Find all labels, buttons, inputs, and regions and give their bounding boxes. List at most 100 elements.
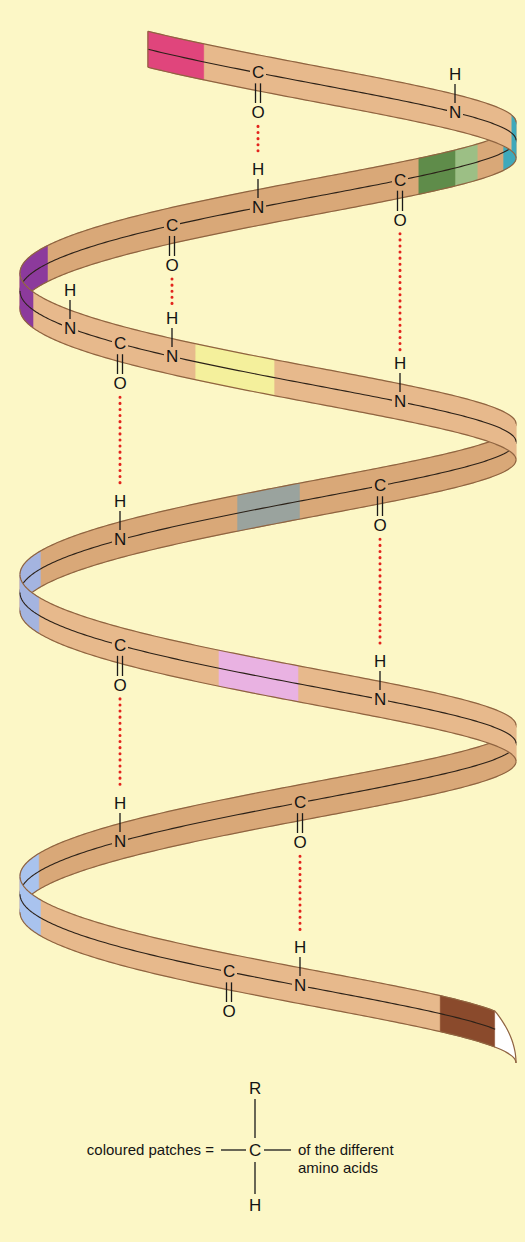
double-bond: [122, 656, 123, 677]
ribbon-edge: [20, 725, 516, 876]
double-bond: [297, 813, 298, 834]
amino-acid-patch: [495, 1011, 516, 1063]
double-bond: [382, 496, 383, 517]
hydrogen-atom: H: [392, 354, 408, 373]
oxygen-atom: O: [163, 256, 180, 275]
double-bond: [122, 354, 123, 375]
hydrogen-bond: [119, 699, 122, 790]
ribbon-front: [20, 273, 516, 460]
oxygen-atom: O: [371, 516, 388, 535]
double-bond: [117, 354, 118, 375]
double-bond: [255, 83, 256, 104]
bond-layer: [70, 83, 455, 1004]
hydrogen-bond: [379, 539, 382, 648]
hydrogen-atom: H: [112, 794, 128, 813]
nitrogen-atom: N: [164, 347, 180, 366]
single-bond: [454, 83, 455, 104]
nitrogen-atom: N: [447, 103, 463, 122]
r-group-label: R: [247, 1079, 263, 1098]
ribbon-edge: [20, 424, 516, 575]
amino-acid-patch: [440, 996, 495, 1048]
hydrogen-atom: H: [62, 281, 78, 300]
ribbon-front: [148, 31, 516, 158]
oxygen-atom: O: [111, 374, 128, 393]
ribbon-edge: [20, 460, 516, 611]
single-bond: [171, 327, 172, 348]
hydrogen-bond: [171, 279, 174, 305]
double-bond: [402, 191, 403, 212]
double-bond: [377, 496, 378, 517]
carbon-atom: C: [164, 216, 180, 235]
hydrogen-atom: H: [447, 65, 463, 84]
backbone-line: [20, 442, 516, 593]
oxygen-atom: O: [220, 1002, 237, 1021]
hydrogen-bond: [299, 856, 302, 934]
hydrogen-bond: [119, 397, 122, 488]
ribbon-edge: [20, 575, 516, 726]
alpha-carbon-label: C: [247, 1141, 263, 1160]
carbon-atom: C: [250, 63, 266, 82]
ribbon-back: [20, 424, 516, 611]
single-bond: [299, 956, 300, 977]
bond-line: [254, 1162, 255, 1194]
ribbon-edge: [147, 31, 148, 67]
legend-text: coloured patches =: [87, 1141, 214, 1160]
carbon-atom: C: [112, 334, 128, 353]
oxygen-atom: O: [291, 833, 308, 852]
hydrogen-atom: H: [112, 492, 128, 511]
ribbon-edge: [148, 31, 516, 122]
hydrogen-bond: [257, 126, 260, 156]
hydrogen-bond: [399, 234, 402, 351]
single-bond: [379, 670, 380, 691]
oxygen-atom: O: [249, 103, 266, 122]
ribbon-back: [20, 725, 516, 912]
bond-line: [254, 1099, 255, 1138]
backbone-line: [20, 291, 516, 442]
ribbon-front: [20, 876, 516, 1063]
backbone-line: [20, 140, 516, 291]
double-bond: [117, 656, 118, 677]
hydrogen-atom: H: [292, 938, 308, 957]
nitrogen-atom: N: [250, 198, 266, 217]
double-bond: [226, 982, 227, 1003]
nitrogen-atom: N: [112, 832, 128, 851]
ribbon-edge: [20, 611, 516, 762]
backbone-line: [20, 593, 516, 744]
backbone-line: [20, 894, 495, 1029]
hydrogen-atom: H: [164, 309, 180, 328]
carbon-atom: C: [372, 476, 388, 495]
hydrogen-atom: H: [250, 160, 266, 179]
carbon-atom: C: [112, 636, 128, 655]
hydrogen-label: H: [247, 1196, 263, 1215]
single-bond: [119, 812, 120, 833]
bond-line: [264, 1149, 291, 1150]
single-bond: [257, 178, 258, 199]
double-bond: [397, 191, 398, 212]
ribbon-edge: [20, 273, 516, 424]
double-bond: [302, 813, 303, 834]
oxygen-atom: O: [391, 211, 408, 230]
oxygen-atom: O: [111, 676, 128, 695]
ribbon-edge: [20, 122, 516, 273]
single-bond: [399, 372, 400, 393]
double-bond: [169, 236, 170, 257]
double-bond: [231, 982, 232, 1003]
nitrogen-atom: N: [112, 530, 128, 549]
ribbon-edge: [20, 158, 516, 309]
backbone-line: [148, 49, 516, 140]
carbon-atom: C: [292, 793, 308, 812]
hydrogen-atom: H: [372, 652, 388, 671]
ribbon-edge: [20, 912, 516, 1063]
single-bond: [69, 299, 70, 320]
carbon-atom: C: [392, 171, 408, 190]
ribbon-back: [20, 122, 516, 309]
double-bond: [260, 83, 261, 104]
nitrogen-atom: N: [292, 976, 308, 995]
backbone-line: [20, 743, 516, 894]
double-bond: [174, 236, 175, 257]
single-bond: [119, 510, 120, 531]
nitrogen-atom: N: [62, 319, 78, 338]
bond-line: [221, 1149, 246, 1150]
